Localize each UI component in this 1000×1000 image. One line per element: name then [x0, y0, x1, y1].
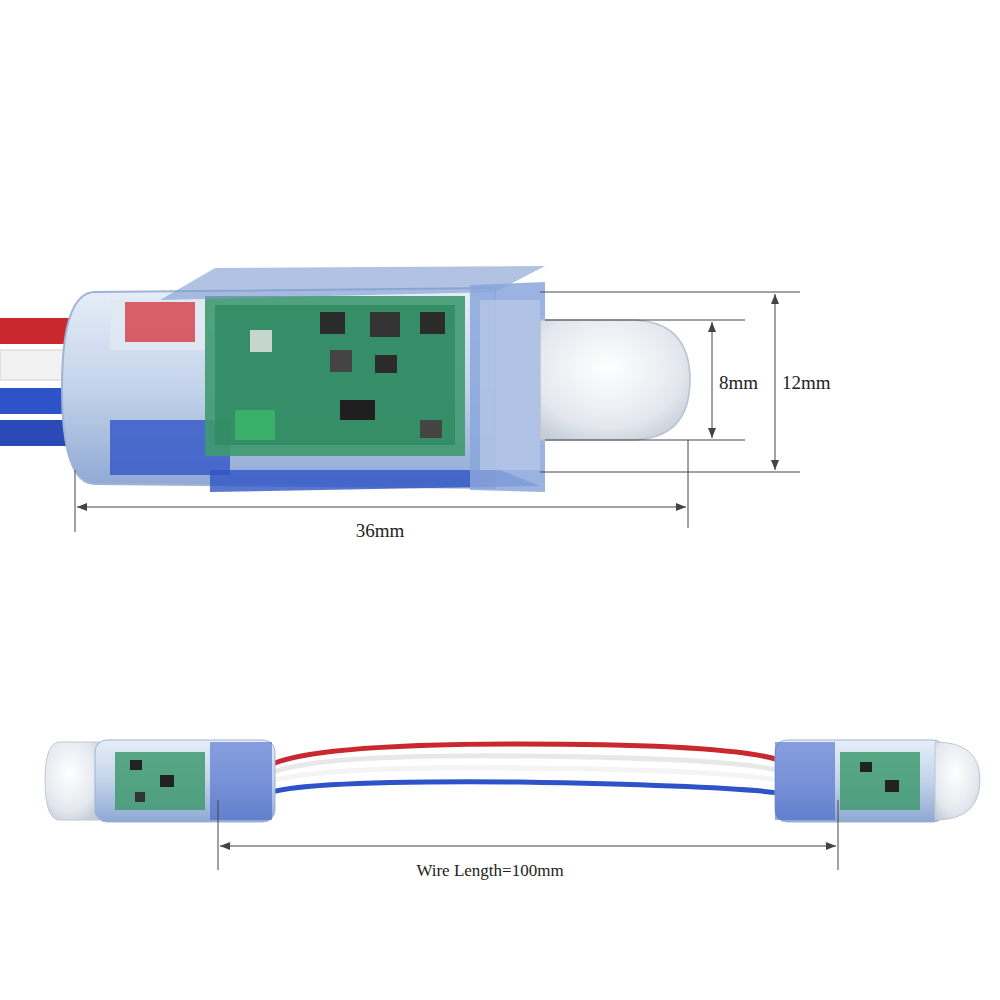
dimension-lines-top — [75, 292, 800, 532]
module-left-bottom — [45, 740, 275, 822]
dimension-label: 36mm — [354, 521, 407, 542]
dimension-arrowheads-bottom — [220, 842, 836, 850]
wires-bottom — [265, 744, 785, 794]
dimension-label: 12mm — [780, 373, 833, 394]
led-lens-top — [540, 320, 690, 440]
module-body-top — [62, 266, 545, 492]
dimension-label: Wire Length=100mm — [414, 862, 565, 881]
dimension-arrowheads-top — [77, 294, 779, 511]
dimension-label: 8mm — [717, 373, 760, 394]
module-right-bottom — [775, 740, 980, 822]
dimension-lines-bottom — [218, 800, 838, 870]
